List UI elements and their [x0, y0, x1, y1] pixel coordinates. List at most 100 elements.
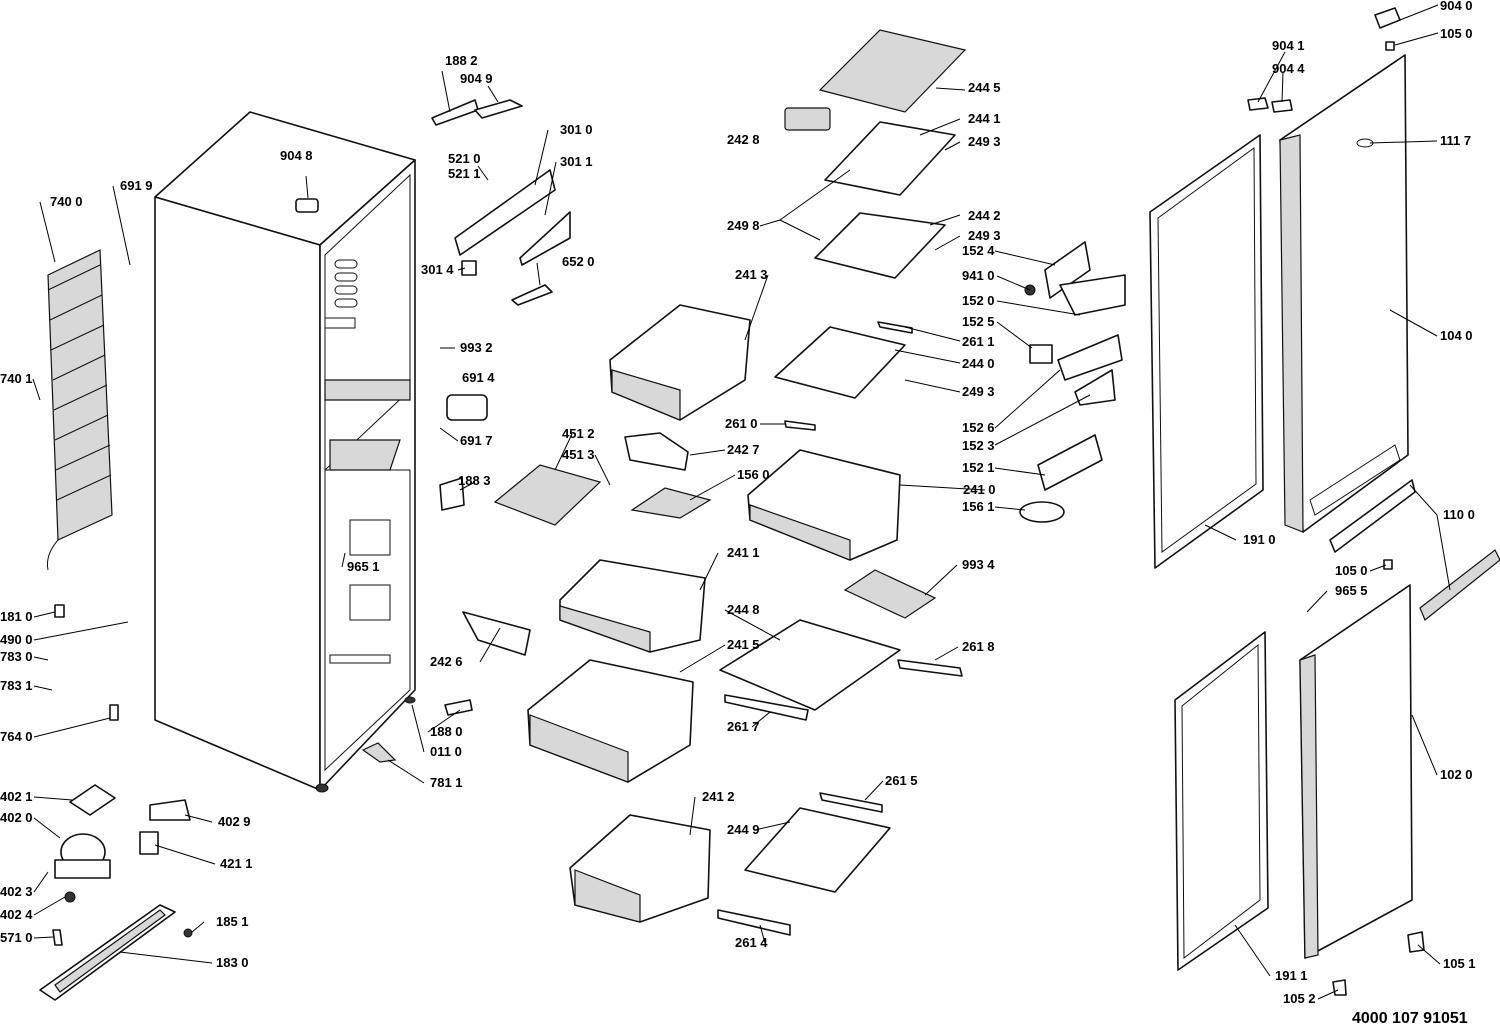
callout-label: 152 3 [962, 438, 995, 453]
cabinet-shell [154, 111, 416, 793]
panel-301-1 [519, 211, 571, 266]
lower-door-102-0 [1299, 584, 1413, 959]
callout-label: 244 0 [962, 356, 995, 371]
drawer-241-1 [559, 559, 706, 653]
bush-105-0-top [1385, 41, 1395, 51]
shelf-244-2 [814, 212, 946, 279]
callout-label: 152 1 [962, 460, 995, 475]
callout-label: 402 3 [0, 884, 33, 899]
rail-261-8 [897, 659, 963, 677]
leveler-781-1 [361, 742, 397, 763]
bush-105-0-mid [1383, 559, 1393, 570]
callout-label: 402 1 [0, 789, 33, 804]
callout-label: 191 0 [1243, 532, 1276, 547]
callout-label: 421 1 [220, 856, 253, 871]
callout-label: 241 0 [963, 482, 996, 497]
callout-label: 783 0 [0, 649, 33, 664]
bracket-652-0 [511, 284, 553, 306]
callout-label: 249 8 [727, 218, 760, 233]
callout-label: 185 1 [216, 914, 249, 929]
box-242-7 [624, 432, 689, 471]
compressor-402-0 [54, 833, 111, 879]
nut-185-1 [183, 928, 193, 938]
callout-label: 105 1 [1443, 956, 1476, 971]
callout-label: 156 0 [737, 467, 770, 482]
bracket-188-2 [431, 99, 479, 126]
callout-label: 244 1 [968, 111, 1001, 126]
callout-label: 242 6 [430, 654, 463, 669]
shelf-244-1 [824, 121, 956, 196]
callout-label: 451 2 [562, 426, 595, 441]
balcony-152-1 [1037, 434, 1103, 491]
callout-label: 904 1 [1272, 38, 1305, 53]
cover-904-4 [1271, 99, 1293, 113]
callout-label: 965 5 [1335, 583, 1368, 598]
cover-904-8 [295, 198, 319, 213]
callout-label: 691 7 [460, 433, 493, 448]
callout-label: 521 0 [448, 151, 481, 166]
callout-label: 181 0 [0, 609, 33, 624]
callout-label: 241 1 [727, 545, 760, 560]
callout-label: 402 0 [0, 810, 33, 825]
callout-label: 249 3 [962, 384, 995, 399]
hinge-105-2 [1332, 979, 1347, 996]
hinge-cover-904-0 [1374, 7, 1401, 29]
shelf-244-0 [774, 326, 906, 399]
egg-tray-156-1 [1019, 501, 1065, 523]
tray-993-4 [843, 569, 937, 619]
callout-label: 691 9 [120, 178, 153, 193]
cover-904-9 [474, 99, 523, 119]
balcony-152-4 [1044, 241, 1091, 299]
callout-label: 740 0 [50, 194, 83, 209]
tube-764-0 [109, 704, 119, 721]
grille-451-2 [493, 464, 602, 526]
upper-door-104-0 [1279, 54, 1409, 533]
cover-402-1 [69, 784, 116, 816]
drawer-241-5 [527, 659, 694, 783]
upper-gasket-191-0 [1149, 134, 1264, 569]
callout-label: 781 1 [430, 775, 463, 790]
callout-label: 188 2 [445, 53, 478, 68]
callout-label: 261 4 [735, 935, 768, 950]
callout-label: 521 1 [448, 166, 481, 181]
diffuser-691-4 [446, 394, 488, 421]
handle-110-0 [1419, 549, 1500, 621]
wine-rack-244-5 [818, 29, 967, 113]
callout-label: 301 0 [560, 122, 593, 137]
callout-label: 244 2 [968, 208, 1001, 223]
rail-261-4 [717, 909, 791, 936]
callout-label: 244 8 [727, 602, 760, 617]
hinge-105-1 [1407, 931, 1425, 953]
callout-label: 783 1 [0, 678, 33, 693]
callout-label: 451 3 [562, 447, 595, 462]
callout-label: 261 7 [727, 719, 760, 734]
callout-label: 261 5 [885, 773, 918, 788]
callout-label: 105 0 [1335, 563, 1368, 578]
clip-571-0 [52, 929, 63, 946]
flap-152-5 [1029, 344, 1053, 364]
callout-label: 183 0 [216, 955, 249, 970]
callout-label: 249 3 [968, 134, 1001, 149]
lower-gasket-191-1 [1174, 631, 1269, 971]
tray-402-9 [149, 799, 191, 821]
callout-label: 110 0 [1443, 507, 1475, 522]
drawer-241-2 [569, 814, 711, 923]
callout-label: 105 2 [1283, 991, 1316, 1006]
callout-label: 904 0 [1440, 0, 1473, 13]
callout-label: 993 4 [962, 557, 995, 572]
callout-label: 402 4 [0, 907, 33, 922]
cover-904-1 [1247, 97, 1269, 111]
relay-421-1 [139, 831, 159, 855]
callout-label: 490 0 [0, 632, 33, 647]
callout-label: 941 0 [962, 268, 995, 283]
ice-tray-156-0 [630, 487, 712, 519]
callout-label: 740 1 [0, 371, 33, 386]
balcony-152-0 [1059, 274, 1126, 316]
hinge-188-3 [439, 477, 465, 511]
callout-label: 261 0 [725, 416, 758, 431]
leader-lines [32, 4, 1451, 1000]
callout-label: 188 0 [430, 724, 463, 739]
rail-261-7 [724, 694, 809, 721]
rail-261-5 [819, 792, 883, 813]
